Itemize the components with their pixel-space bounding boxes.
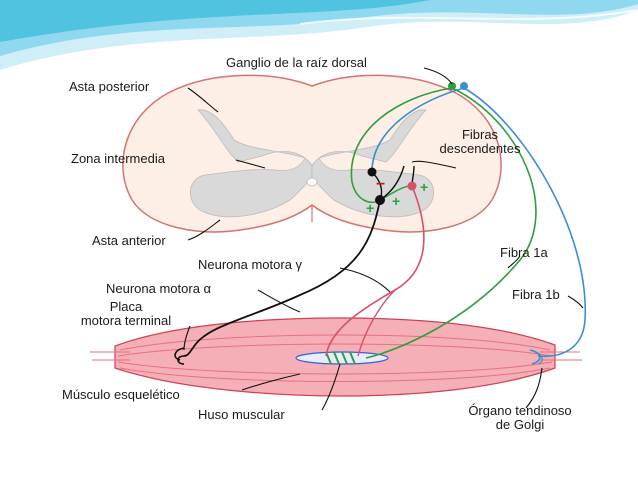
label-organo-golgi: Órgano tendinoso de Golgi — [450, 404, 590, 432]
label-fibras-line1: Fibras — [461, 127, 499, 142]
gamma-neuron-body — [407, 181, 417, 191]
gray-matter-right — [311, 109, 434, 218]
label-musculo: Músculo esquelético — [62, 387, 180, 402]
fiber-1a-path — [365, 87, 537, 359]
fiber-1a-central — [350, 87, 453, 204]
label-huso: Huso muscular — [198, 407, 285, 422]
ganglion-dot-blue — [460, 82, 468, 90]
alpha-motor-axon — [183, 199, 381, 357]
leader-lines — [183, 67, 584, 411]
fiber-1b-path — [463, 87, 586, 358]
interneuron-body — [367, 167, 377, 177]
gray-matter-left — [190, 109, 313, 218]
label-fibra-1b: Fibra 1b — [512, 287, 560, 302]
central-canal — [306, 177, 318, 187]
label-fibras-line2: descendentes — [439, 141, 521, 156]
label-fibras-descendentes: Fibras descendentes — [430, 128, 530, 156]
ganglion-dot-green — [448, 82, 456, 90]
label-neurona-gamma: Neurona motora γ — [198, 257, 303, 272]
label-placa-line2: motora terminal — [80, 313, 172, 328]
plus-sign-right: + — [392, 193, 401, 209]
muscle-spindle — [295, 351, 389, 365]
plus-sign-upper: + — [420, 179, 429, 195]
label-organo-line1: Órgano tendinoso — [468, 403, 572, 418]
label-placa-line1: Placa — [109, 299, 143, 314]
gamma-motor-axon-a — [325, 185, 425, 357]
minus-sign: − — [376, 176, 386, 193]
label-zona-intermedia: Zona intermedia — [71, 151, 165, 166]
gamma-motor-axon-b — [357, 289, 396, 357]
label-organo-line2: de Golgi — [495, 417, 545, 432]
alpha-neuron-body — [375, 195, 385, 205]
label-asta-anterior: Asta anterior — [92, 233, 166, 248]
nerve-fibers — [174, 87, 586, 365]
fiber-1b-central — [371, 87, 465, 176]
motor-endplate — [174, 347, 185, 365]
label-ganglio: Ganglio de la raíz dorsal — [226, 55, 367, 70]
label-asta-posterior: Asta posterior — [69, 79, 150, 94]
label-neurona-alfa: Neurona motora α — [106, 281, 212, 296]
label-placa-motora: Placa motora terminal — [56, 300, 196, 328]
label-fibra-1a: Fibra 1a — [500, 245, 548, 260]
plus-sign-left: + — [366, 200, 375, 216]
header-wave — [0, 0, 638, 70]
